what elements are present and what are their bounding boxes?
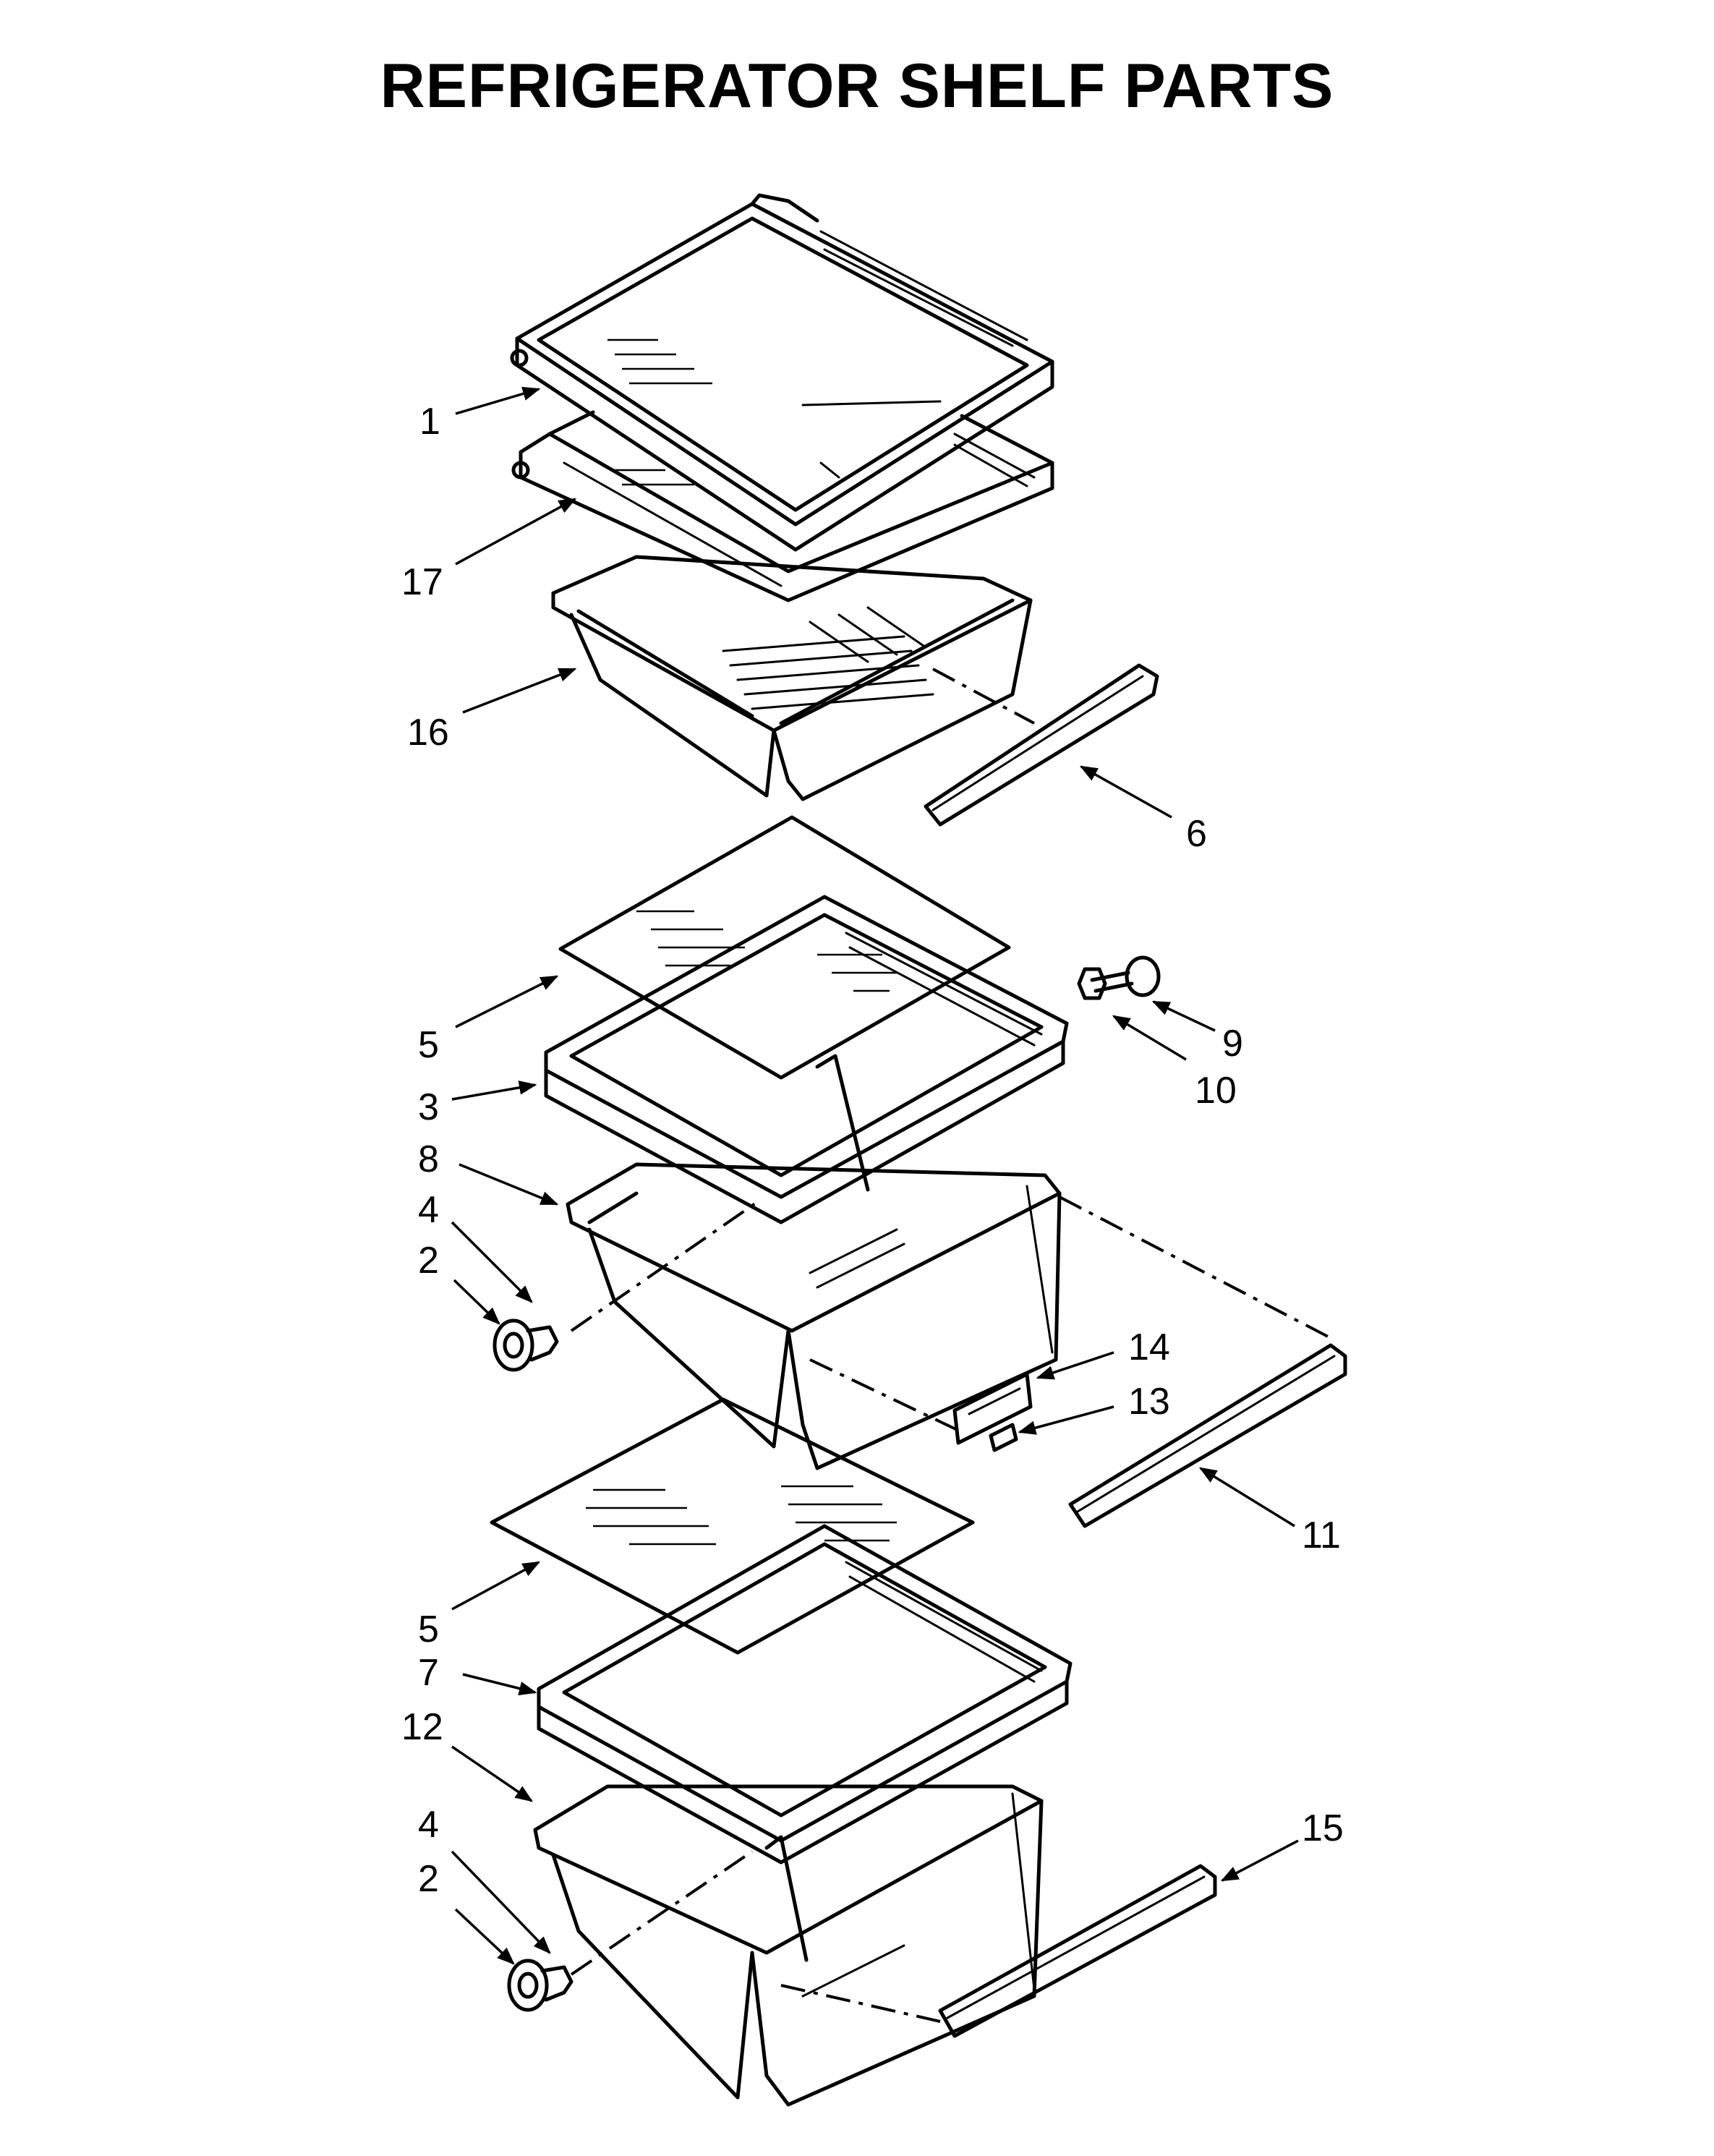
callout-5-upper: 5 <box>418 1024 439 1066</box>
part-7-shelf-frame <box>537 1524 1073 1865</box>
part-5-glass-shelf-lower <box>490 1397 975 1655</box>
part-16-crisper-pan <box>551 555 1033 801</box>
part-12-crisper-drawer <box>533 1784 1044 2107</box>
callout-5-lower: 5 <box>418 1609 439 1650</box>
callout-12: 12 <box>401 1706 443 1748</box>
callout-labels: 1 17 16 6 5 3 8 4 2 9 10 14 13 11 5 7 12… <box>401 401 1344 1900</box>
part-1-shelf-frame <box>510 193 1054 552</box>
leader-lines <box>451 386 1299 1965</box>
callout-3: 3 <box>418 1086 439 1128</box>
alignment-lines <box>570 668 1331 2023</box>
part-2-4-wheel-upper <box>493 1318 559 1372</box>
callout-7: 7 <box>418 1652 439 1694</box>
part-3-shelf-frame <box>544 895 1069 1224</box>
callout-17: 17 <box>401 561 443 603</box>
part-2-4-wheel-lower <box>507 1959 574 2012</box>
part-15-front-trim <box>938 1864 1217 2038</box>
part-9-10-cam-and-screw <box>1077 955 1161 1000</box>
callout-14: 14 <box>1128 1326 1170 1368</box>
part-11-front-trim <box>1068 1343 1347 1528</box>
callout-2-upper: 2 <box>418 1240 439 1282</box>
callout-16: 16 <box>407 712 449 754</box>
callout-1: 1 <box>419 401 440 443</box>
callout-4-upper: 4 <box>418 1189 439 1231</box>
callout-15: 15 <box>1302 1807 1344 1849</box>
callout-8: 8 <box>418 1138 439 1180</box>
callout-10: 10 <box>1195 1070 1237 1112</box>
part-6-front-trim <box>924 663 1159 827</box>
callout-13: 13 <box>1128 1381 1170 1423</box>
part-13-14-bracket-and-clip <box>952 1372 1033 1452</box>
callout-4-lower: 4 <box>418 1804 439 1846</box>
diagram-title: REFRIGERATOR SHELF PARTS <box>380 51 1334 121</box>
callout-6: 6 <box>1186 813 1207 855</box>
part-17-shelf-frame <box>511 410 1054 602</box>
part-5-glass-shelf-upper <box>558 815 1011 1080</box>
callout-11: 11 <box>1302 1514 1341 1556</box>
callout-2-lower: 2 <box>418 1858 439 1900</box>
callout-9: 9 <box>1222 1023 1243 1065</box>
part-8-crisper-drawer <box>566 1054 1062 1470</box>
